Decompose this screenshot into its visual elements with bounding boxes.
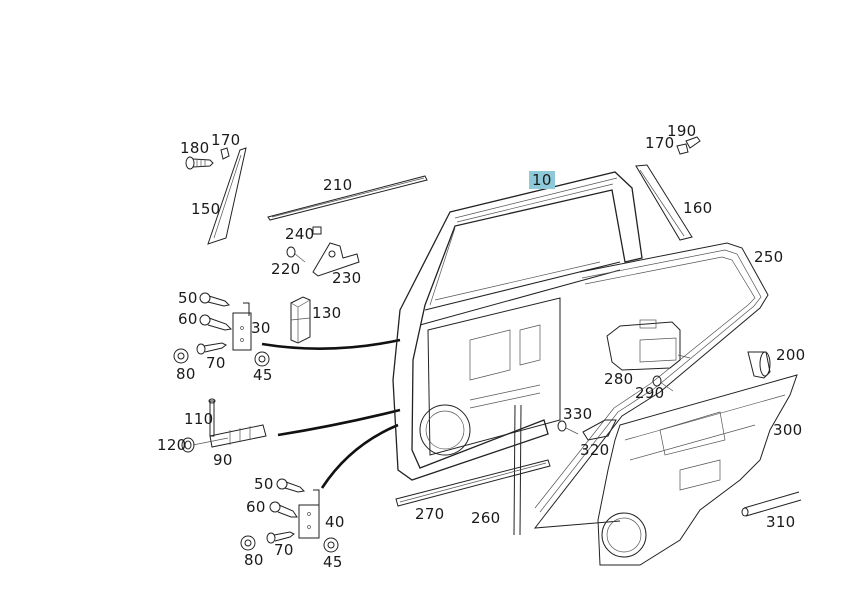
callout-60-lower[interactable]: 60 xyxy=(246,498,266,516)
callout-300[interactable]: 300 xyxy=(773,421,803,439)
callout-150[interactable]: 150 xyxy=(191,200,221,218)
callout-45-upper[interactable]: 45 xyxy=(253,366,273,384)
callout-40[interactable]: 40 xyxy=(325,513,345,531)
callout-180[interactable]: 180 xyxy=(180,139,210,157)
callout-160[interactable]: 160 xyxy=(683,199,713,217)
clip-170-front xyxy=(220,147,230,160)
plug-330 xyxy=(557,420,579,435)
callout-50-lower[interactable]: 50 xyxy=(254,475,274,493)
callout-280[interactable]: 280 xyxy=(604,370,634,388)
callout-310[interactable]: 310 xyxy=(766,513,796,531)
buffer-130 xyxy=(290,296,311,344)
screw-70-lower xyxy=(266,531,295,544)
harness-clip-320 xyxy=(582,419,617,441)
callout-120[interactable]: 120 xyxy=(157,436,187,454)
check-strap-90 xyxy=(192,424,267,448)
callout-320[interactable]: 320 xyxy=(580,441,610,459)
callout-260[interactable]: 260 xyxy=(471,509,501,527)
callout-50-upper[interactable]: 50 xyxy=(178,289,198,307)
callout-200[interactable]: 200 xyxy=(776,346,806,364)
callout-10[interactable]: 10 xyxy=(529,171,555,189)
bolt-50-upper xyxy=(199,292,231,307)
bracket-230 xyxy=(312,242,360,277)
callout-70-lower[interactable]: 70 xyxy=(274,541,294,559)
arrow-hinge-upper xyxy=(261,338,401,350)
callout-70-upper[interactable]: 70 xyxy=(206,354,226,372)
cap-200 xyxy=(747,351,771,379)
arrow-check-strap xyxy=(277,408,401,437)
callout-220[interactable]: 220 xyxy=(271,260,301,278)
belt-molding-210 xyxy=(267,175,428,221)
callout-30[interactable]: 30 xyxy=(251,319,271,337)
callout-240[interactable]: 240 xyxy=(285,225,315,243)
callout-290[interactable]: 290 xyxy=(635,384,665,402)
callout-45-lower[interactable]: 45 xyxy=(323,553,343,571)
rod-310 xyxy=(741,491,802,517)
nut-80-upper xyxy=(173,348,189,364)
rivet-220 xyxy=(286,246,306,263)
callout-250[interactable]: 250 xyxy=(754,248,784,266)
callout-270[interactable]: 270 xyxy=(415,505,445,523)
lower-hinge-group xyxy=(240,478,339,553)
rear-pillar-trim-160 xyxy=(635,164,693,241)
nut-45-upper xyxy=(254,351,270,367)
upper-hinge-group xyxy=(173,292,270,367)
callout-170-front[interactable]: 170 xyxy=(211,131,241,149)
bolt-60-lower xyxy=(269,501,298,518)
arrow-hinge-lower xyxy=(320,423,399,489)
door-inner-panel-300 xyxy=(597,374,798,566)
callout-80-upper[interactable]: 80 xyxy=(176,365,196,383)
callout-230[interactable]: 230 xyxy=(332,269,362,287)
nut-45-lower xyxy=(323,537,339,553)
callout-130[interactable]: 130 xyxy=(312,304,342,322)
hinge-40 xyxy=(298,489,320,539)
front-pillar-trim-150 xyxy=(207,147,247,245)
callout-170-rear[interactable]: 170 xyxy=(645,134,675,152)
lower-molding-270 xyxy=(395,459,551,507)
callout-330[interactable]: 330 xyxy=(563,405,593,423)
callout-90[interactable]: 90 xyxy=(213,451,233,469)
screw-180 xyxy=(185,156,214,170)
screw-70-upper xyxy=(196,342,227,355)
callout-60-upper[interactable]: 60 xyxy=(178,310,198,328)
door-shell-10 xyxy=(392,171,643,481)
screw-190 xyxy=(685,136,701,149)
bolt-50-lower xyxy=(276,478,306,493)
callout-110[interactable]: 110 xyxy=(184,410,214,428)
hinge-30 xyxy=(232,302,252,351)
callout-80-lower[interactable]: 80 xyxy=(244,551,264,569)
clip-240 xyxy=(312,226,322,235)
control-module-280 xyxy=(606,319,691,371)
check-strap-group xyxy=(181,398,267,453)
nut-80-lower xyxy=(240,535,256,551)
callout-190[interactable]: 190 xyxy=(667,122,697,140)
screw-290 xyxy=(652,375,674,392)
clip-170-rear xyxy=(676,143,689,155)
callout-210[interactable]: 210 xyxy=(323,176,353,194)
bolt-60-upper xyxy=(199,314,233,331)
door-seal-250 xyxy=(533,242,769,529)
